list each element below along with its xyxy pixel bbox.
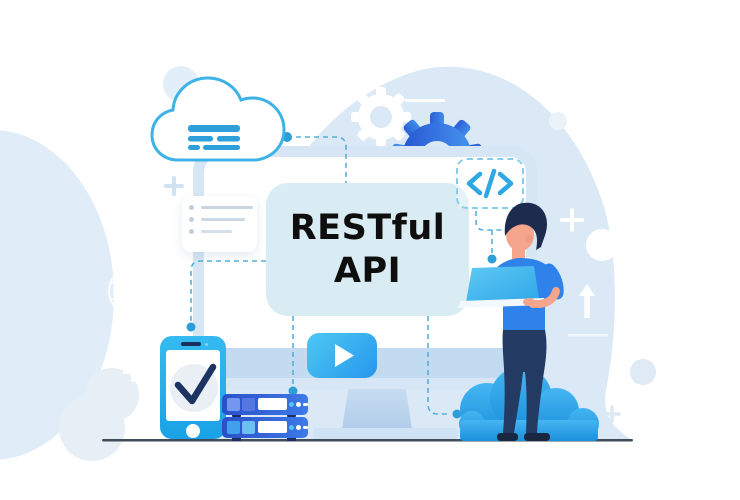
person-ear (525, 235, 533, 243)
connector-card-to-phone (190, 260, 266, 321)
code-glyph (466, 168, 514, 199)
small-gear-icon (351, 87, 411, 147)
person-pants (502, 330, 547, 433)
globe-icon (108, 267, 156, 315)
cloud-data-icon (150, 76, 286, 162)
checklist-icon (182, 196, 257, 252)
person-neck (512, 246, 525, 260)
monitor-stand-base (313, 428, 458, 439)
laptop-icon (466, 266, 539, 302)
play-icon (307, 333, 377, 378)
blob-notch-top (320, 0, 400, 60)
connector-dot (452, 409, 462, 419)
person-forearm (529, 287, 560, 308)
title-line2: API (333, 250, 402, 291)
server-unit (222, 417, 308, 438)
soft-circle-bottomright (630, 359, 656, 385)
plus-icon (164, 176, 184, 196)
person-hand (523, 298, 535, 306)
blob-notch-right (586, 229, 618, 261)
accent-line (568, 334, 608, 337)
phone-screen (166, 350, 220, 421)
plus-icon (603, 405, 621, 423)
play-triangle (335, 344, 354, 367)
cloud-text-lines (188, 125, 240, 150)
person-shoe (524, 433, 550, 441)
connector-cloud-to-card (287, 136, 347, 183)
connector-dot (288, 386, 298, 396)
monitor-stand-neck (342, 389, 412, 429)
check-icon (170, 363, 218, 412)
server-stack-icon (222, 391, 308, 441)
title-card: RESTful API (266, 183, 469, 316)
title-line1: RESTful (289, 207, 446, 248)
soft-circle-topright (549, 112, 567, 130)
server-foot (287, 435, 296, 441)
check-smartphone-icon (160, 336, 226, 439)
plus-icon (123, 208, 584, 382)
connector-dot (487, 254, 497, 264)
person (457, 202, 564, 441)
code-icon (456, 158, 524, 209)
connector-code-to-laptop (475, 211, 504, 253)
phone-speaker (181, 342, 201, 346)
person-hair (504, 202, 547, 250)
phone-camera-dot (205, 343, 208, 346)
left-background-blob (0, 130, 139, 461)
server-unit (222, 394, 308, 415)
accent-line (405, 99, 445, 102)
server-foot (232, 435, 241, 441)
connector-dot (186, 322, 196, 332)
phone-home-button (186, 424, 200, 438)
person-shoe (497, 433, 518, 441)
